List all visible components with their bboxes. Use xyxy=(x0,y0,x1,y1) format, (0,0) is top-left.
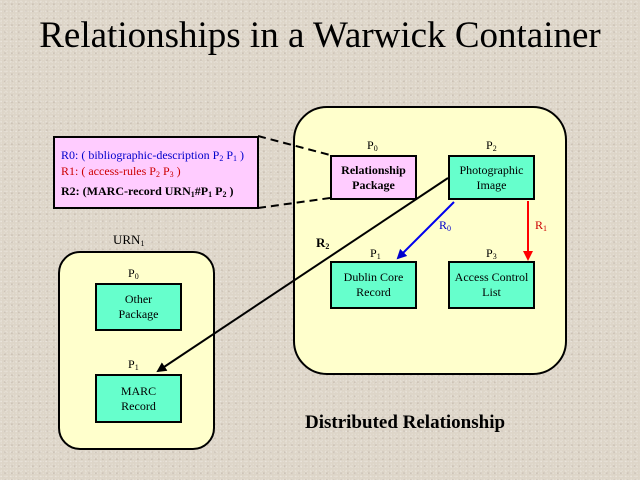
label-p0-other: P0 xyxy=(128,266,139,281)
slide-title: Relationships in a Warwick Container xyxy=(39,15,601,56)
label-p2-photo: P2 xyxy=(486,138,497,153)
label-p0-relationship: P0 xyxy=(367,138,378,153)
relationship-rules-box: R0: ( bibliographic-description P2 P1 ) … xyxy=(53,136,259,209)
diagram-caption: Distributed Relationship xyxy=(305,412,506,433)
rule-r2: R2: (MARC-record URN1#P1 P2 ) xyxy=(61,184,234,199)
label-p3-access: P3 xyxy=(486,246,497,261)
rule-r1: R1: ( access-rules P2 P3 ) xyxy=(61,163,181,179)
label-p1-dublin: P1 xyxy=(370,246,381,261)
edge-label-r0: R0 xyxy=(439,218,452,233)
label-p1-marc: P1 xyxy=(128,357,139,372)
label-urn1: URN1 xyxy=(113,232,145,248)
edge-label-r2: R2 xyxy=(316,235,330,251)
rule-r0: R0: ( bibliographic-description P2 P1 ) xyxy=(61,148,244,163)
edge-label-r1: R1 xyxy=(535,218,548,233)
local-container xyxy=(293,106,567,375)
